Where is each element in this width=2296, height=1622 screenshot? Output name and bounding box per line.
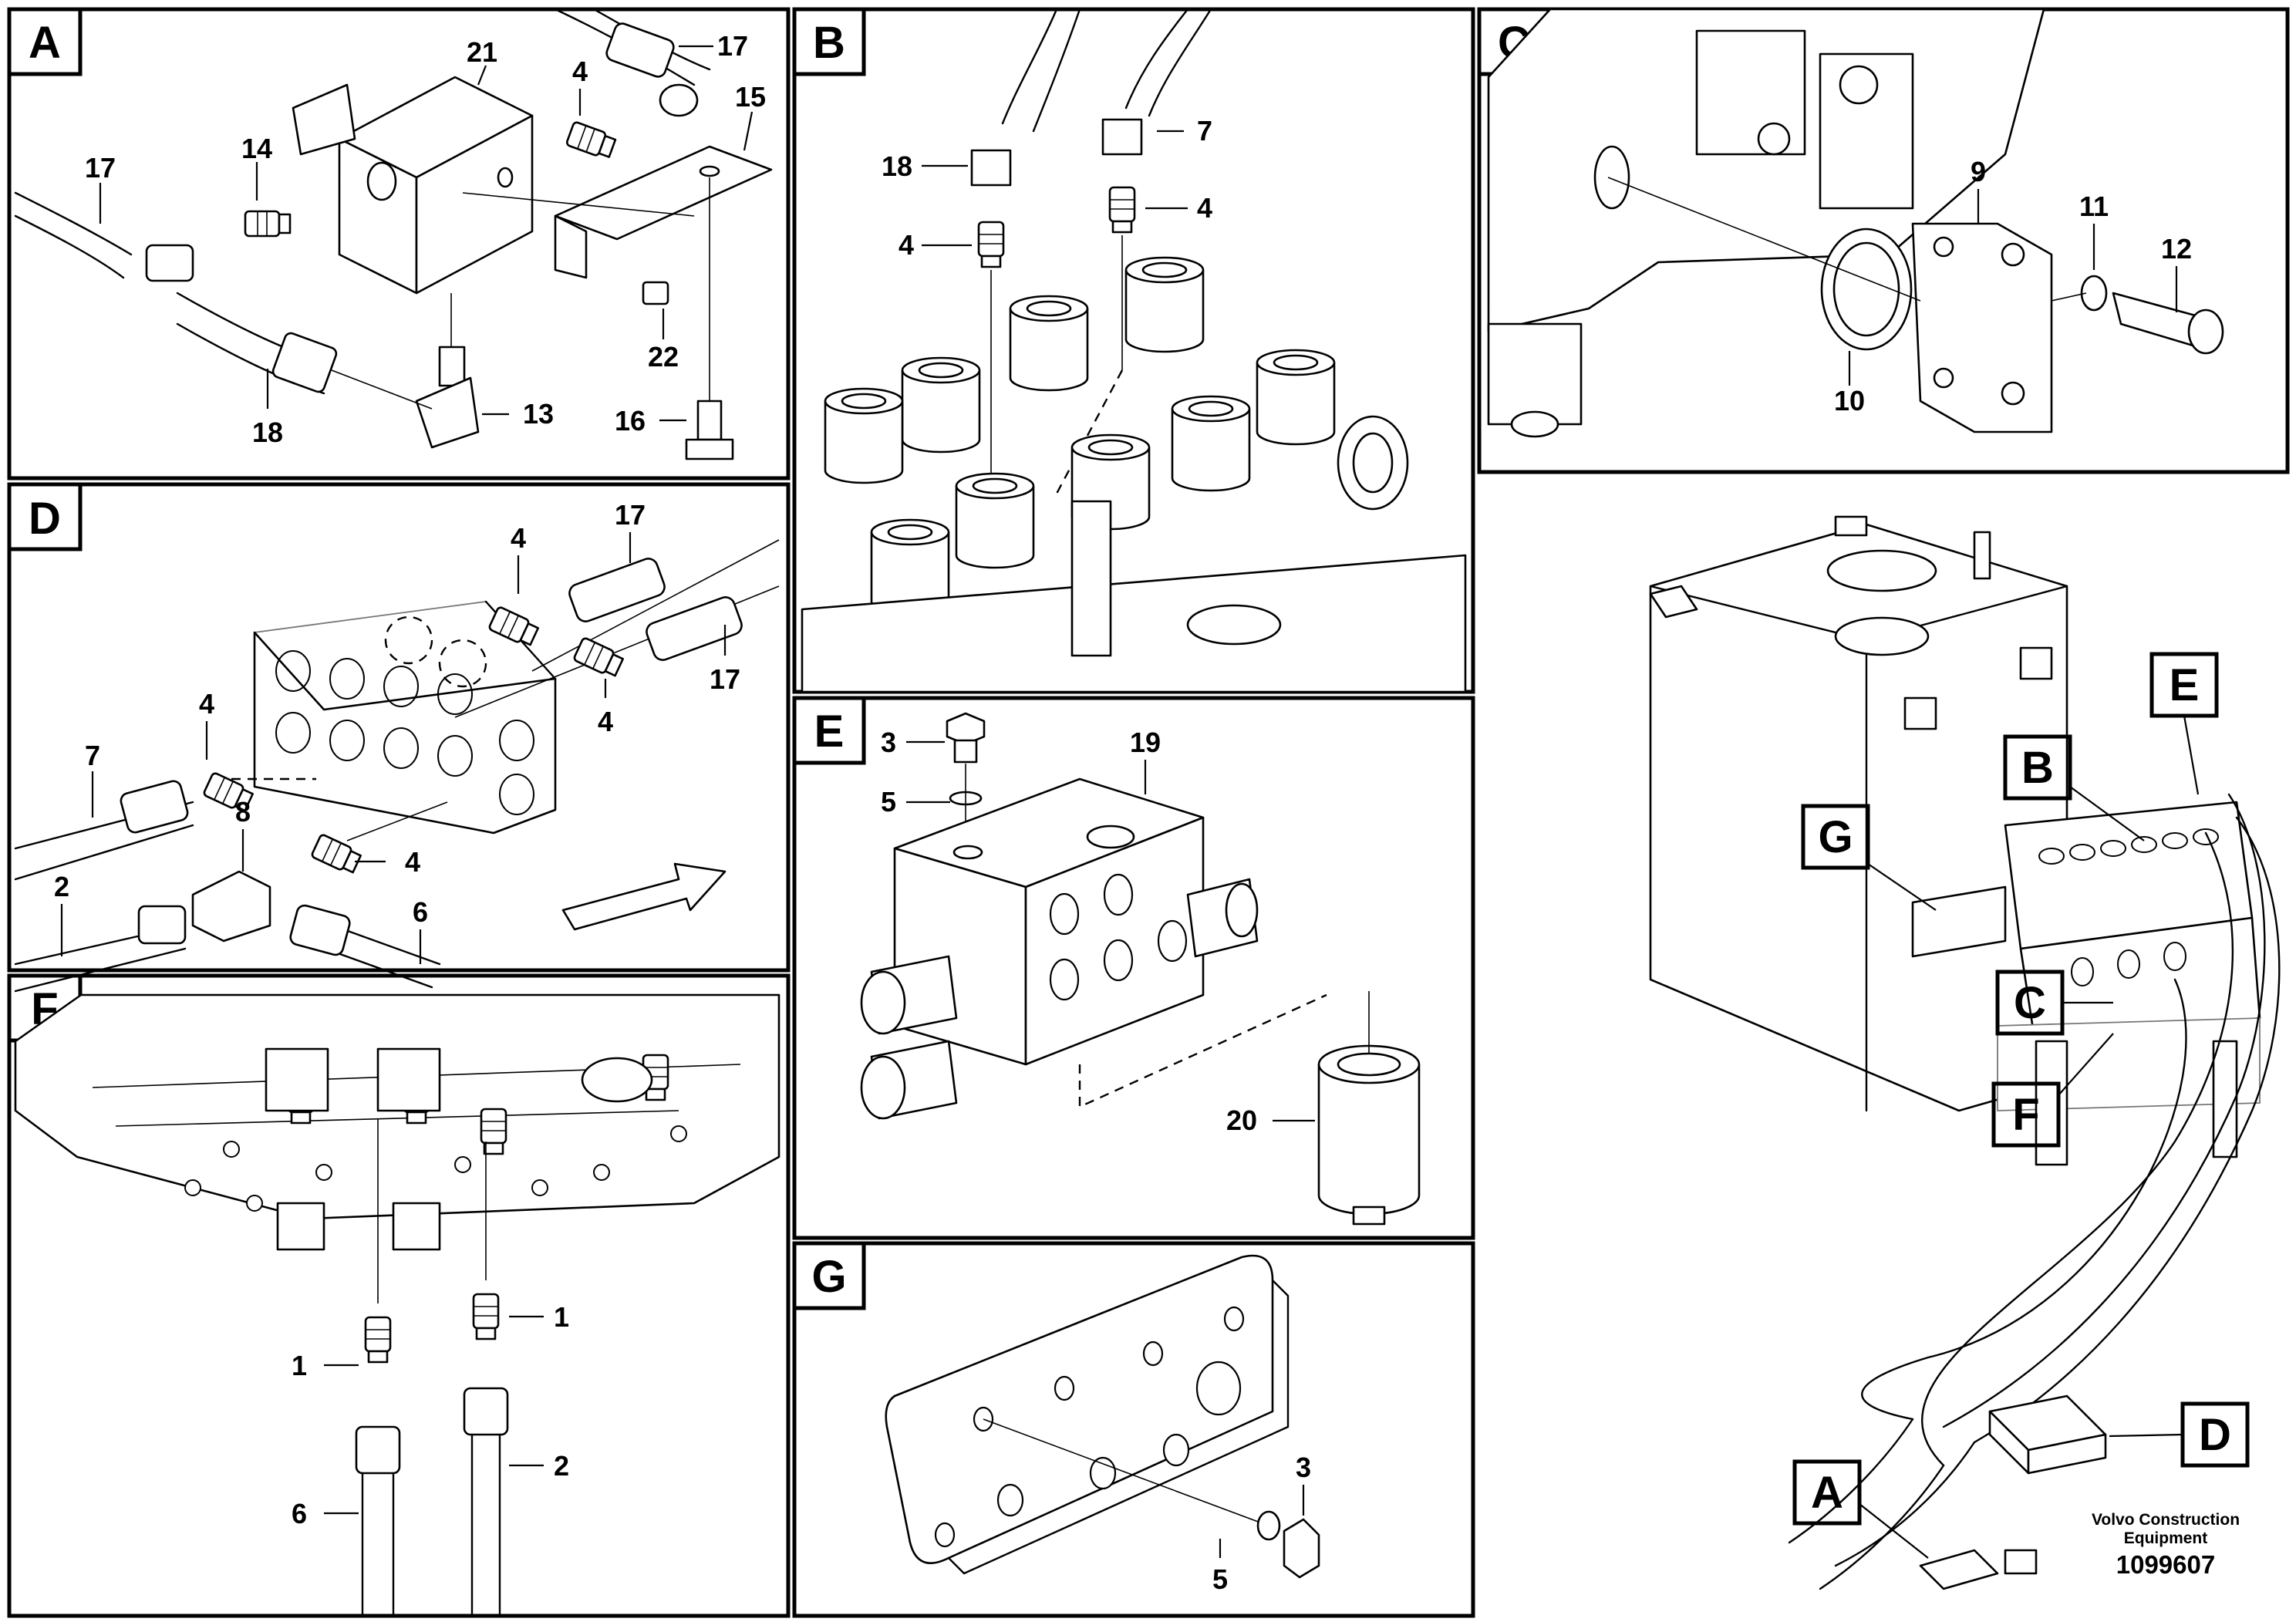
- tag-d: D: [2199, 1410, 2231, 1460]
- panel-f: F 1 1 2: [7, 973, 791, 1618]
- callout-4g: 4: [405, 846, 420, 878]
- document-number: 1099607: [2116, 1550, 2215, 1579]
- panel-a: A: [7, 7, 791, 481]
- callout-4b: 4: [899, 229, 914, 261]
- callout-15: 15: [735, 81, 766, 113]
- callout-6: 6: [413, 896, 428, 928]
- callout-4: 4: [572, 56, 588, 87]
- callout-12: 12: [2161, 233, 2192, 265]
- callout-13: 13: [523, 398, 554, 430]
- panel-g: G 3 5: [792, 1241, 1475, 1618]
- tag-b: B: [2021, 743, 2054, 793]
- callout-7: 7: [1197, 115, 1212, 147]
- callout-3b: 3: [1296, 1452, 1311, 1483]
- panel-c: C 9 11 12 10: [1477, 7, 2290, 474]
- callout-3: 3: [881, 727, 896, 758]
- callout-17: 17: [717, 30, 748, 62]
- panel-e-label: E: [814, 706, 845, 757]
- overview-illustration: E B G C F D A: [1649, 515, 2281, 1590]
- callout-7b: 7: [85, 740, 100, 771]
- callout-14: 14: [241, 133, 272, 164]
- callout-18: 18: [252, 416, 283, 448]
- brand-line-2: Equipment: [2124, 1529, 2208, 1547]
- brand-line-1: Volvo Construction: [2092, 1511, 2240, 1529]
- callout-1: 1: [292, 1350, 307, 1381]
- callout-8: 8: [235, 796, 251, 828]
- footer-brand: Volvo Construction Equipment 1099607: [2092, 1511, 2240, 1579]
- panel-e: E 3 19 5: [792, 696, 1475, 1240]
- callout-6b: 6: [292, 1498, 307, 1529]
- tag-c: C: [2014, 978, 2046, 1028]
- callout-17b: 17: [85, 152, 116, 184]
- callout-10: 10: [1834, 385, 1865, 416]
- callout-21: 21: [467, 36, 497, 68]
- panel-d-label: D: [29, 494, 61, 544]
- callout-4d: 4: [511, 522, 526, 554]
- callout-18b: 18: [882, 150, 912, 182]
- callout-11: 11: [2079, 191, 2109, 222]
- tag-f: F: [2012, 1090, 2039, 1140]
- callout-2b: 2: [554, 1450, 569, 1482]
- callout-20: 20: [1226, 1104, 1257, 1136]
- panel-a-label: A: [29, 18, 61, 68]
- callout-4e: 4: [598, 706, 613, 737]
- callout-5: 5: [881, 786, 896, 818]
- callout-9: 9: [1971, 156, 1986, 187]
- callout-16: 16: [615, 405, 646, 437]
- callout-4c: 4: [1197, 192, 1212, 224]
- panel-g-label: G: [811, 1252, 846, 1302]
- callout-17c: 17: [615, 499, 646, 531]
- callout-22: 22: [648, 341, 679, 373]
- panel-d: D: [7, 482, 791, 993]
- tag-e: E: [2170, 660, 2200, 710]
- callout-1b: 1: [554, 1301, 569, 1333]
- tag-a: A: [1811, 1468, 1843, 1518]
- callout-17d: 17: [710, 663, 740, 695]
- panel-b-label: B: [813, 18, 845, 68]
- callout-19: 19: [1130, 727, 1161, 758]
- panel-b: B 7 18 4 4: [792, 7, 1475, 694]
- tag-g: G: [1818, 812, 1853, 862]
- callout-4f: 4: [199, 688, 214, 720]
- callout-2: 2: [54, 871, 69, 902]
- callout-5b: 5: [1212, 1563, 1228, 1595]
